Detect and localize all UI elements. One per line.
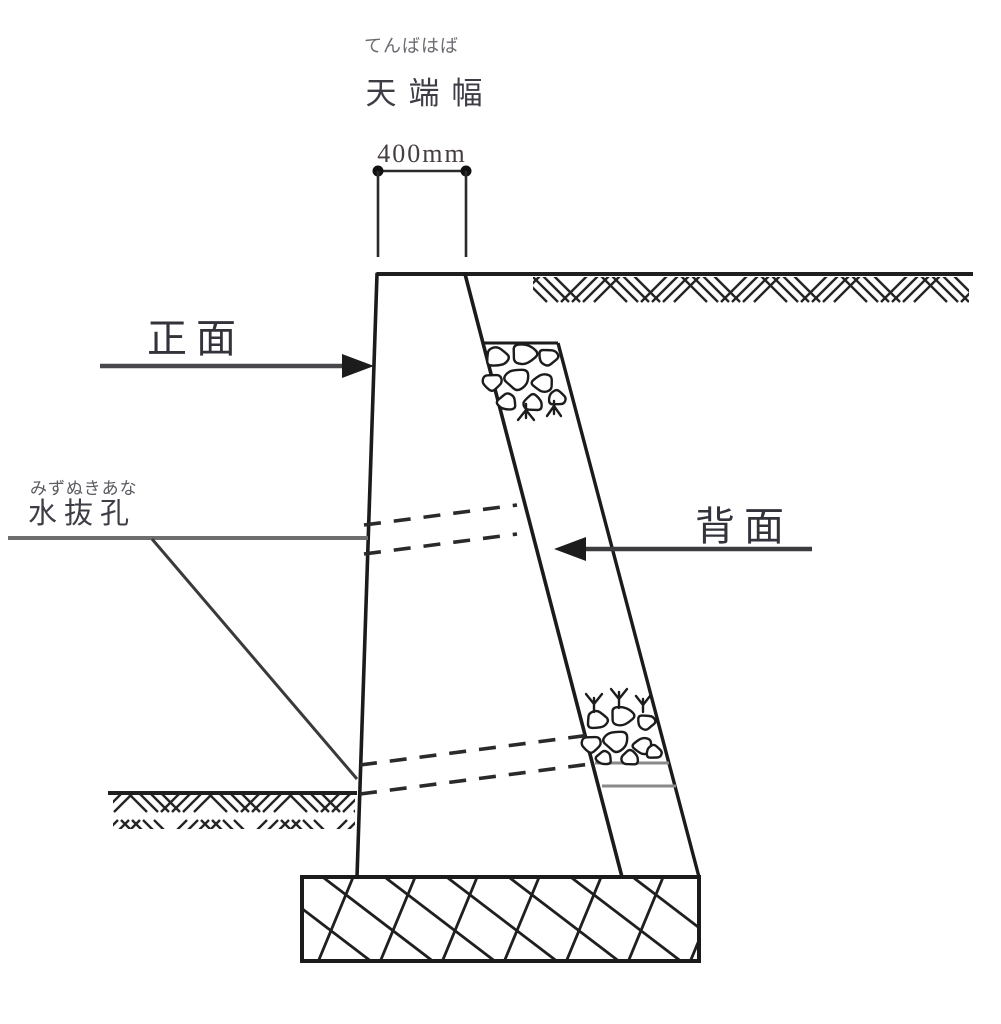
back-face-arrow [554, 537, 812, 561]
back-face-label: 背面 [695, 504, 793, 549]
wall-front-face-line [355, 272, 379, 879]
front-face-arrow [100, 354, 374, 378]
gravel-stone [486, 346, 510, 367]
gravel-stone [645, 743, 663, 759]
drain-hole-leader [8, 536, 368, 780]
gravel-stone [620, 748, 640, 766]
ground-hatch-left [113, 795, 355, 829]
gravel-stone [580, 735, 602, 755]
crown-width-furigana: てんばはば [364, 36, 459, 56]
band-outer-line [556, 342, 701, 878]
gravel-stone [495, 392, 517, 411]
ground-surface-left [108, 791, 357, 829]
front-arrowhead-icon [342, 354, 374, 378]
gravel-stone [481, 373, 503, 393]
drain-hole-furigana: みずぬきあな [30, 479, 138, 498]
gravel-stone [586, 709, 610, 730]
lower-gravel-sprigs [584, 687, 652, 714]
gravel-stone [503, 368, 530, 392]
gravel-stone [538, 348, 560, 367]
gravel-stone [547, 388, 567, 406]
gravel-stone [594, 749, 612, 766]
back-arrowhead-icon [554, 537, 586, 561]
upper-drain-hole-dashes [363, 503, 518, 556]
gravel-stone [530, 373, 553, 394]
front-face-label: 正面 [147, 316, 245, 361]
drain-hole-label: 水抜孔 [28, 497, 136, 530]
foundation [300, 875, 701, 963]
drain-leader-diagonal [150, 538, 359, 780]
foundation-braid-hatch [304, 879, 697, 959]
lower-gravel-stones [580, 705, 663, 766]
upper-gravel-sprigs [516, 399, 563, 422]
gravel-stone [512, 343, 539, 366]
foundation-outline [300, 875, 701, 963]
gravel-stone [522, 392, 543, 412]
crown-width-label: 天端幅 [366, 76, 495, 111]
ground-surface-right [377, 272, 973, 309]
drainage-band [483, 341, 701, 878]
gravel-stone [602, 730, 629, 754]
ground-hatch-right [533, 277, 969, 309]
gravel-stone [637, 714, 657, 731]
gravel-stone [611, 705, 636, 727]
crown-width-value: 400mm [377, 139, 466, 168]
lower-drain-hole-dashes [359, 732, 599, 796]
crown-width-dimension [372, 165, 472, 257]
